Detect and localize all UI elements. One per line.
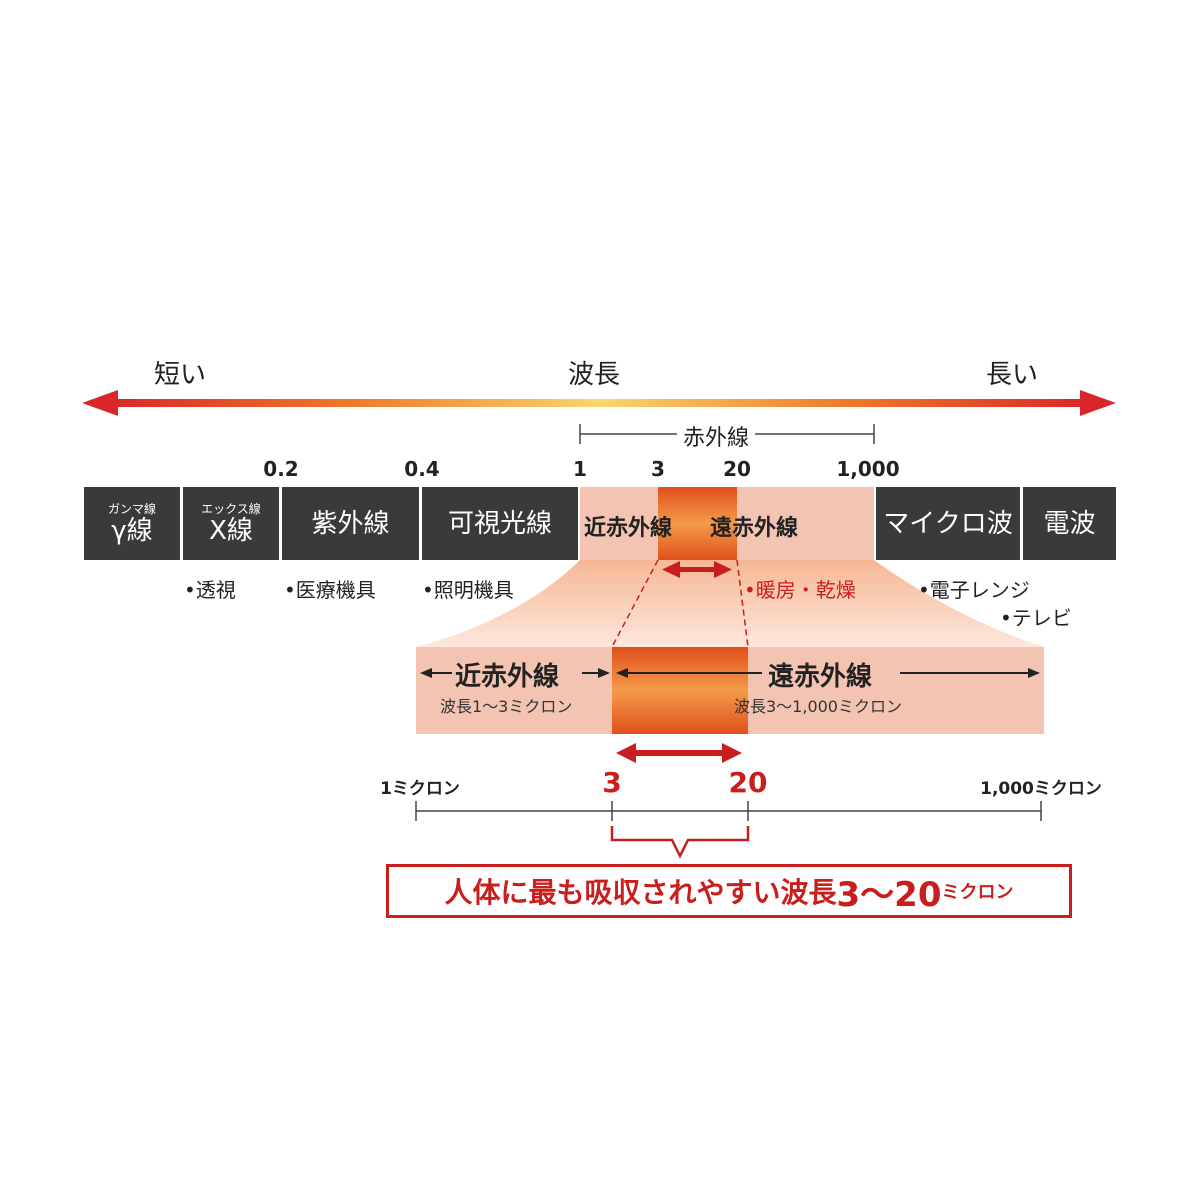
wavelength-label: 波長 xyxy=(568,360,621,390)
tick-3: 3 xyxy=(651,457,665,481)
use-visible: •照明機具 xyxy=(422,578,514,602)
tick-1: 1 xyxy=(573,457,587,481)
callout-unit: ミクロン xyxy=(941,882,1014,903)
band-far-ir-label: 遠赤外線 xyxy=(710,516,799,541)
band-visible-label: 可視光線 xyxy=(447,508,552,539)
absorption-callout: 人体に最も吸収されやすい波長 3～20 ミクロン xyxy=(386,864,1072,918)
ir-band-hot-segment xyxy=(658,487,737,560)
callout-main-text: 人体に最も吸収されやすい波長 xyxy=(444,876,837,909)
micron-scale-line xyxy=(415,801,1042,821)
zoom-box-hot-segment xyxy=(612,647,748,734)
scale-mark-20: 20 xyxy=(728,766,768,799)
hot-range-arrow xyxy=(662,561,732,578)
zoom-near-ir-label: 近赤外線 xyxy=(455,662,560,692)
band-gamma-label: γ線 xyxy=(111,515,153,546)
band-microwave: マイクロ波 xyxy=(876,487,1020,560)
zoom-far-ir-label: 遠赤外線 xyxy=(768,662,873,692)
scale-end-label: 1,000ミクロン xyxy=(980,779,1102,799)
use-uv: •医療機具 xyxy=(284,578,376,602)
tick-20: 20 xyxy=(723,457,751,481)
zoom-near-ir-range: 波長1～3ミクロン xyxy=(440,697,573,716)
infrared-range-label: 赤外線 xyxy=(677,420,756,452)
band-uv: 紫外線 xyxy=(282,487,419,560)
zoom-near-ir-arrows xyxy=(420,668,610,678)
short-wavelength-label: 短い xyxy=(154,360,207,390)
long-wavelength-label: 長い xyxy=(986,360,1039,390)
band-radio-label: 電波 xyxy=(1043,508,1096,539)
scale-mark-3: 3 xyxy=(602,766,622,799)
wavelength-arrow xyxy=(82,390,1116,416)
tick-0-2: 0.2 xyxy=(263,457,299,481)
band-radio: 電波 xyxy=(1023,487,1116,560)
use-infrared: •暖房・乾燥 xyxy=(744,578,856,602)
band-xray-label: X線 xyxy=(209,515,253,546)
band-uv-label: 紫外線 xyxy=(311,508,390,539)
zoom-far-ir-range: 波長3～1,000ミクロン xyxy=(734,697,902,716)
band-gamma-kana: ガンマ線 xyxy=(107,501,156,516)
callout-number: 3～20 xyxy=(836,874,942,915)
use-radio: •テレビ xyxy=(1000,606,1072,630)
tick-1000: 1,000 xyxy=(836,457,900,481)
zoom-funnel xyxy=(416,560,1044,647)
band-near-ir-label: 近赤外線 xyxy=(584,516,673,541)
highlight-brace xyxy=(610,826,750,859)
band-gamma: ガンマ線 γ線 xyxy=(84,487,180,560)
tick-0-4: 0.4 xyxy=(404,457,440,481)
use-microwave: •電子レンジ xyxy=(918,578,1030,602)
band-microwave-label: マイクロ波 xyxy=(883,508,1013,539)
zoom-hot-range-arrow xyxy=(616,743,742,763)
zoom-far-ir-arrows xyxy=(616,668,1040,678)
zoom-dashed-lines xyxy=(611,559,749,648)
scale-start-label: 1ミクロン xyxy=(380,779,460,799)
band-xray-kana: エックス線 xyxy=(201,501,261,516)
use-xray: •透視 xyxy=(184,578,236,602)
band-xray: エックス線 X線 xyxy=(183,487,279,560)
band-visible: 可視光線 xyxy=(422,487,578,560)
